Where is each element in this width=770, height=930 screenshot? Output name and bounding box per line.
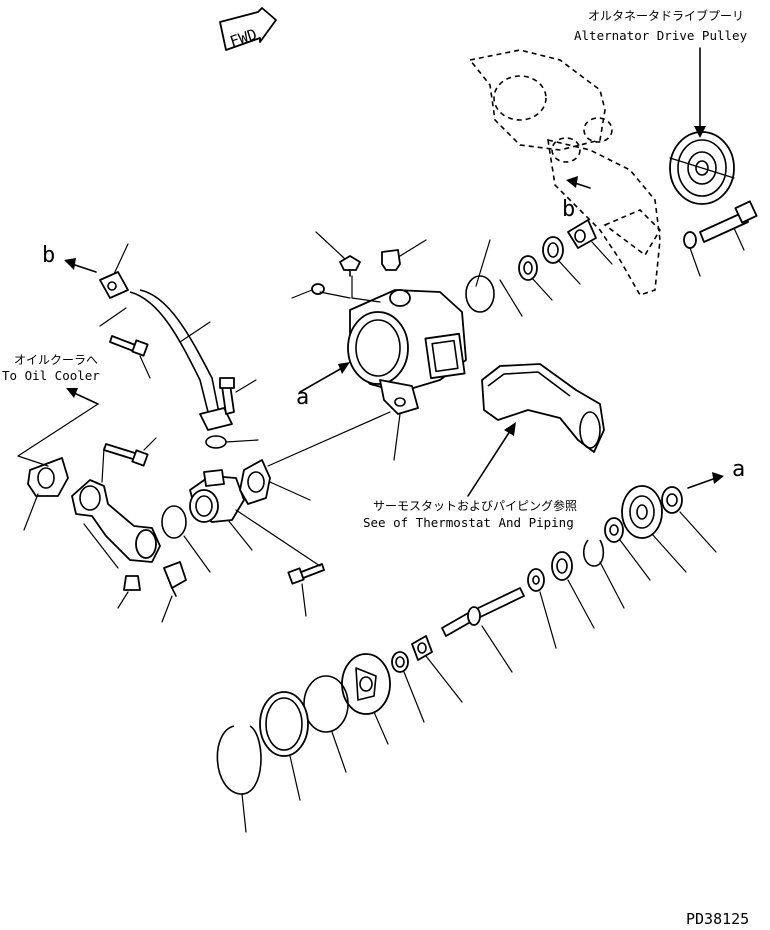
spacer-lower (527, 568, 545, 592)
bearing-lower (551, 551, 573, 581)
mechanical-seal (411, 635, 433, 661)
gasket-oval (205, 435, 227, 449)
seal-washer (391, 651, 409, 673)
oil-cooler-pipe (99, 271, 233, 431)
alternator-pulley (669, 131, 735, 205)
water-pump-housing (347, 289, 467, 415)
pump-shaft (441, 587, 525, 637)
bolt-pulley (683, 200, 758, 249)
alternator-pulley-label-jp: オルタネータドライブプーリ (588, 8, 744, 23)
pulley-hub (567, 219, 597, 249)
engine-block (468, 49, 662, 296)
seal-top (518, 255, 538, 281)
gear-nut (661, 486, 683, 514)
fwd-arrow-icon: FWD (219, 7, 277, 51)
thermostat-label-jp: サーモスタットおよびパイピング参照 (373, 498, 577, 513)
plug-small (311, 283, 325, 295)
impeller (341, 653, 391, 715)
drain-fitting (163, 561, 187, 597)
retaining-ring (216, 725, 262, 795)
oil-cooler-label-jp: オイルクーラへ (14, 353, 98, 367)
snap-ring (582, 539, 605, 567)
o-ring-lower (303, 675, 349, 733)
oil-cooler-label-en: To Oil Cooler (2, 368, 100, 383)
thermostat-label-en: See of Thermostat And Piping (363, 515, 574, 530)
bearing-top (542, 236, 564, 264)
ref-b-left: b (42, 243, 55, 268)
ref-b-right: b (562, 197, 575, 222)
plug-lower (123, 575, 141, 591)
coolant-tee (189, 469, 245, 523)
ref-a-left: a (296, 385, 309, 410)
bolt-upper (219, 377, 235, 415)
bolt-lower (287, 563, 325, 585)
thermostat-elbow (481, 363, 605, 453)
o-ring-inlet (161, 505, 187, 539)
cock-valve (339, 255, 361, 277)
flange-gasket-right (239, 459, 271, 505)
inlet-gasket (27, 457, 69, 497)
bolt-oil-pipe (109, 335, 149, 357)
figure-code: PD38125 (686, 910, 749, 928)
pump-cover (259, 691, 309, 757)
plug-top (381, 249, 401, 271)
washer-gear (604, 517, 624, 543)
o-ring-top (465, 275, 495, 313)
bolt-inlet (103, 443, 149, 467)
drive-gear (621, 485, 663, 539)
inlet-elbow (71, 479, 161, 563)
alternator-pulley-label-en: Alternator Drive Pulley (574, 28, 748, 43)
ref-a-right: a (732, 457, 745, 482)
